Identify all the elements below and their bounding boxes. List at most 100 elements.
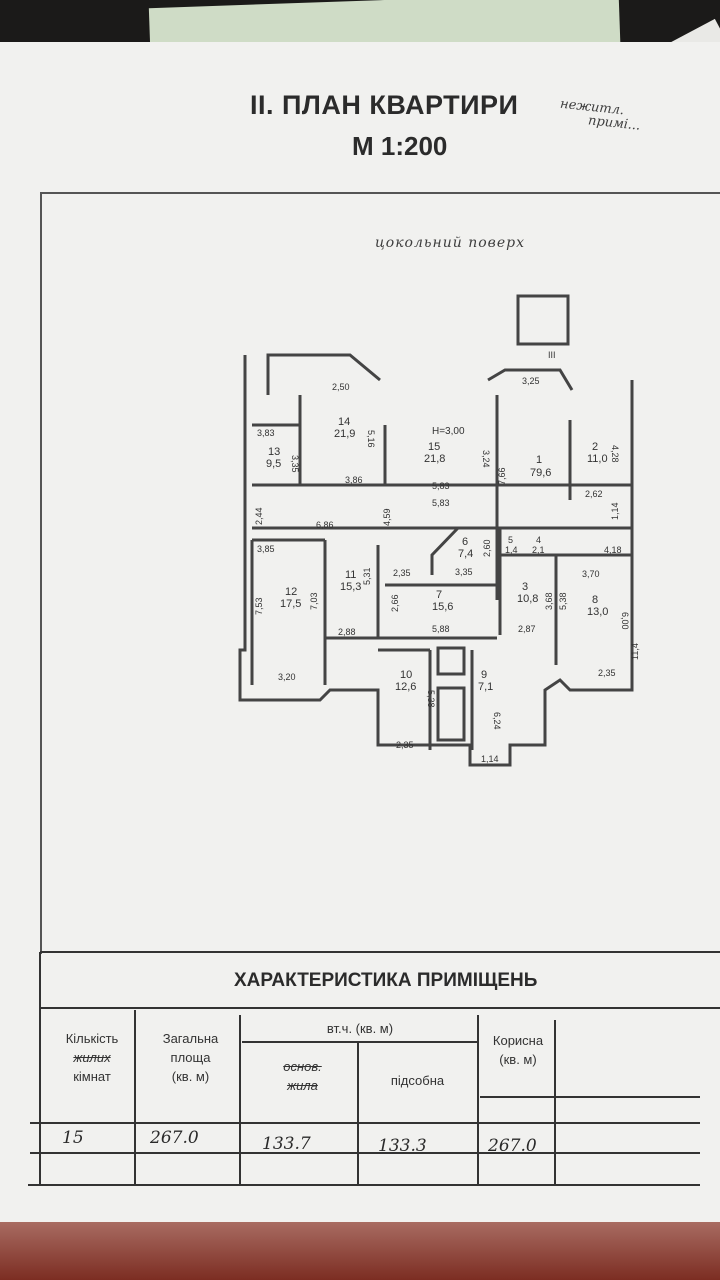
value-total-area: 267.0 <box>150 1128 199 1148</box>
dimension: 5,83 <box>432 498 450 508</box>
dimension: 3,24 <box>481 450 491 468</box>
dimension: 3,25 <box>522 376 540 386</box>
page-title: ІІ. ПЛАН КВАРТИРИ <box>250 90 519 120</box>
dimension: 1,14 <box>481 754 499 764</box>
room-area: 7,4 <box>458 548 473 560</box>
room-area: 9,5 <box>266 458 281 470</box>
header-room-count-line2: жилих <box>73 1049 111 1065</box>
header-useful-line1: Корисна <box>492 1033 544 1048</box>
room-number: 12 <box>285 586 297 598</box>
header-total-area-line2: площа <box>170 1049 211 1065</box>
header-useful-area: Корисна (кв. м) <box>482 1032 554 1070</box>
plan-frame <box>40 192 720 954</box>
dimension: 2,62 <box>585 489 603 499</box>
room-area: 21,9 <box>334 428 355 440</box>
header-room-count: Кількість жилих кімнат <box>52 1030 132 1087</box>
plan-scale: М 1:200 <box>352 131 448 161</box>
room-area: 2,1 <box>532 545 545 555</box>
dimension: 4,59 <box>382 508 392 526</box>
room-area: 15,6 <box>432 601 453 613</box>
header-total-area-line1: Загальна <box>162 1031 219 1046</box>
dimension: 5,38 <box>426 690 436 708</box>
dimension: 2,35 <box>393 568 411 578</box>
value-useful-area: 267.0 <box>488 1136 537 1156</box>
dimension: 3,70 <box>582 569 600 579</box>
plan-sheet <box>0 42 720 1222</box>
dimension: 6,24 <box>492 712 502 730</box>
dimension: 2,88 <box>338 627 356 637</box>
dimension: 5,38 <box>558 592 568 610</box>
height-note: Н=3,00 <box>432 426 465 437</box>
header-auxiliary: підсобна <box>390 1073 445 1088</box>
dimension: 2,35 <box>396 740 414 750</box>
room-area: 15,3 <box>340 581 361 593</box>
dimension: 3,35 <box>455 567 473 577</box>
floor-label: цокольний поверх <box>375 235 525 251</box>
dimension: 4,28 <box>610 445 620 463</box>
dimension: 5,88 <box>432 624 450 634</box>
room-number: 10 <box>400 669 412 681</box>
dimension: 5,16 <box>366 430 376 448</box>
floor-plan: III Н=3,00 13 9,5 14 21,9 15 21,8 1 79,6… <box>238 294 640 767</box>
room-area: 13,0 <box>587 606 608 618</box>
header-main-line1: основ. <box>283 1059 322 1074</box>
dimension: 3,86 <box>345 475 363 485</box>
dimension: 3,85 <box>257 544 275 554</box>
header-useful-line2: (кв. м) <box>499 1051 537 1067</box>
room-number: 3 <box>522 581 528 593</box>
dimension: 3,83 <box>257 428 275 438</box>
room-number: 2 <box>592 441 598 453</box>
room-area: 7,1 <box>478 681 493 693</box>
dimension: 7,03 <box>309 592 319 610</box>
header-total-area: Загальна площа (кв. м) <box>148 1030 233 1087</box>
dimension: 3,35 <box>290 455 300 473</box>
dimension: 3,20 <box>278 672 296 682</box>
plan-walls <box>238 294 634 767</box>
dimension: 7,66 <box>497 467 507 485</box>
dimension: 5,31 <box>362 567 372 585</box>
header-main-living: основ. жила <box>250 1058 355 1096</box>
room-number: 13 <box>268 446 280 458</box>
dimension: 7,53 <box>254 597 264 615</box>
room-area: 1,4 <box>505 545 518 555</box>
room-area: 12,6 <box>395 681 416 693</box>
room-number: 5 <box>508 535 513 545</box>
room-number: 9 <box>481 669 487 681</box>
header-including: вт.ч. (кв. м) <box>326 1021 394 1036</box>
value-main-area: 133.7 <box>262 1134 311 1154</box>
value-aux-area: 133.3 <box>378 1136 427 1156</box>
dimension: 2,60 <box>482 539 492 557</box>
dimension: 2,50 <box>332 382 350 392</box>
dimension: 6,86 <box>316 520 334 530</box>
dimension: 3,68 <box>544 592 554 610</box>
stair-mark: III <box>548 350 556 360</box>
table-title: ХАРАКТЕРИСТИКА ПРИМІЩЕНЬ <box>234 970 538 991</box>
room-number: 11 <box>345 569 356 581</box>
dimension: 11,4 <box>630 643 640 660</box>
room-area: 11,0 <box>587 453 608 465</box>
dimension: 4,18 <box>604 545 622 555</box>
dimension: 2,66 <box>390 594 400 612</box>
room-number: 15 <box>428 441 440 453</box>
room-area: 79,6 <box>530 467 551 479</box>
room-area: 10,8 <box>517 593 538 605</box>
room-number: 6 <box>462 536 468 548</box>
room-number: 7 <box>436 589 442 601</box>
header-room-count-line1: Кількість <box>65 1031 119 1046</box>
header-room-count-line3: кімнат <box>73 1068 111 1084</box>
dimension: 5,83 <box>432 481 450 491</box>
room-number: 14 <box>338 416 350 428</box>
header-total-area-line3: (кв. м) <box>171 1068 210 1084</box>
dimension-labels: 2,50 3,25 3,83 3,35 5,16 3,86 5,83 5,83 … <box>254 376 640 764</box>
room-area: 17,5 <box>280 598 301 610</box>
header-main-line2: жила <box>287 1077 318 1093</box>
value-room-count: 15 <box>62 1128 84 1148</box>
dimension: 1,14 <box>610 502 620 520</box>
dimension: 2,87 <box>518 624 536 634</box>
dimension: 2,35 <box>598 668 616 678</box>
dimension: 2,44 <box>254 507 264 525</box>
room-area: 21,8 <box>424 453 445 465</box>
room-number: 4 <box>536 535 541 545</box>
room-number: 1 <box>536 454 542 466</box>
